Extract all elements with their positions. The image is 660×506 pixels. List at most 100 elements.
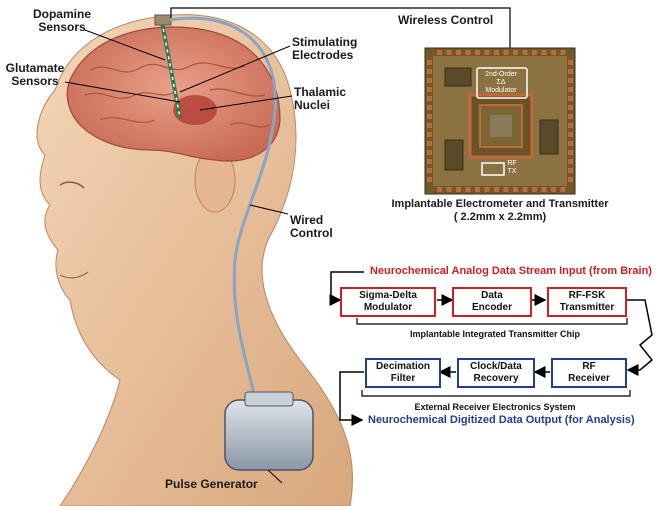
chip-pad — [427, 105, 432, 110]
chip-pad — [568, 60, 573, 65]
chip-pad — [560, 187, 566, 192]
stimulating-line-2: Electrodes — [292, 48, 354, 62]
chip-pad — [532, 50, 537, 55]
chip-pad — [522, 50, 528, 55]
chip-pad — [568, 123, 573, 128]
chip-pad — [541, 187, 547, 192]
encoder-line-2: Encoder — [471, 302, 512, 313]
chip-pad — [522, 187, 528, 192]
wireless-control-label: Wireless Control — [398, 13, 494, 27]
chip-rf-label-1: RF — [507, 160, 516, 167]
chip-pad — [532, 187, 537, 192]
chip-pad — [568, 78, 573, 83]
chip-pad — [427, 141, 432, 146]
thalamic-nuclei — [173, 95, 217, 125]
mouth — [59, 271, 89, 279]
chip-rf-label-2: TX — [508, 168, 517, 175]
decimation-line-2: Filter — [390, 373, 416, 384]
chip-pad — [494, 50, 499, 55]
leader-lines — [64, 29, 293, 484]
chip-pad — [568, 87, 573, 92]
chip-modulator-label-3: Modulator — [485, 87, 517, 94]
brain-folds — [84, 62, 271, 128]
sigma-delta-line-2: Modulator — [363, 302, 413, 313]
chip-pad — [475, 50, 480, 55]
chip-pad — [568, 132, 573, 137]
chip-pad — [568, 177, 573, 182]
flow-input-title: Neurochemical Analog Data Stream Input (… — [370, 265, 652, 277]
chip-pad — [437, 50, 442, 55]
chip-pad — [427, 177, 432, 182]
chip-pad — [513, 187, 518, 192]
brackets — [356, 318, 631, 397]
rf-receiver-line-2: Receiver — [568, 373, 610, 384]
chip-pad — [551, 50, 556, 55]
chip-pad — [503, 187, 509, 192]
chip-pad — [568, 96, 573, 101]
implant-caption-line-2: ( 2.2mm x 2.2mm) — [453, 211, 547, 223]
chip-pad — [494, 187, 499, 192]
glutamate-sensors-label: Glutamate Sensors — [0, 62, 70, 88]
chip-pad — [427, 60, 432, 65]
thalamic-nuclei-label: Thalamic Nuclei — [294, 86, 346, 112]
head-illustration — [36, 14, 354, 506]
stimulating-line-1: Stimulating — [292, 35, 358, 49]
chip-modulator-label-2: ΣΔ — [496, 79, 505, 86]
clock-line-1: Clock/Data — [470, 361, 522, 372]
thalamic-line-1: Thalamic — [294, 85, 347, 99]
chip-pad — [456, 50, 461, 55]
eye — [59, 181, 85, 189]
chip-pad — [427, 69, 432, 74]
glutamate-line-1: Glutamate — [5, 61, 65, 75]
chip-pad — [568, 141, 573, 146]
transmitter-chip-caption: Implantable Integrated Transmitter Chip — [409, 329, 581, 339]
chip-pad — [427, 168, 432, 173]
chip-pad — [475, 187, 480, 192]
chip-pad — [427, 114, 432, 119]
chip-die — [424, 47, 576, 195]
dopamine-sensors-label: Dopamine Sensors — [22, 8, 102, 34]
chip-pads — [427, 50, 573, 192]
chip-pad — [568, 159, 573, 164]
chip-pad — [568, 105, 573, 110]
rf-fsk-line-2: Transmitter — [559, 302, 615, 313]
decimation-line-1: Decimation — [376, 361, 430, 372]
chip-pad — [568, 168, 573, 173]
chip-pad — [551, 187, 556, 192]
wired-control-label: Wired Control — [290, 214, 333, 240]
receiver-system-caption: External Receiver Electronics System — [414, 402, 576, 412]
rf-fsk-line-1: RF-FSK — [568, 290, 606, 301]
chip-modulator-label-1: 2nd-Order — [485, 71, 518, 78]
thalamic-line-2: Nuclei — [294, 98, 331, 112]
chip-pad — [465, 187, 471, 192]
wired-line-1: Wired — [290, 213, 324, 227]
chip-pad — [568, 69, 573, 74]
chip-pad — [560, 50, 566, 55]
chip-pad — [427, 96, 432, 101]
chip-pad — [427, 159, 432, 164]
modulator-highlight — [476, 67, 528, 99]
chip-pad — [446, 187, 452, 192]
stimulating-electrodes-label: Stimulating Electrodes — [292, 36, 357, 62]
chip-pad — [513, 50, 518, 55]
chip-pad — [427, 132, 432, 137]
probe-connector — [154, 14, 172, 26]
chip-pad — [484, 50, 490, 55]
chip-pad — [541, 50, 547, 55]
wired-line-2: Control — [290, 226, 333, 240]
encoder-line-1: Data — [481, 290, 503, 301]
chip-pad — [568, 150, 573, 155]
sigma-delta-line-1: Sigma-Delta — [359, 290, 417, 301]
chip-pad — [456, 187, 461, 192]
pulse-generator-label: Pulse Generator — [165, 477, 258, 491]
chip-pad — [427, 123, 432, 128]
wired-lead — [169, 16, 277, 401]
chip-pad — [437, 187, 442, 192]
